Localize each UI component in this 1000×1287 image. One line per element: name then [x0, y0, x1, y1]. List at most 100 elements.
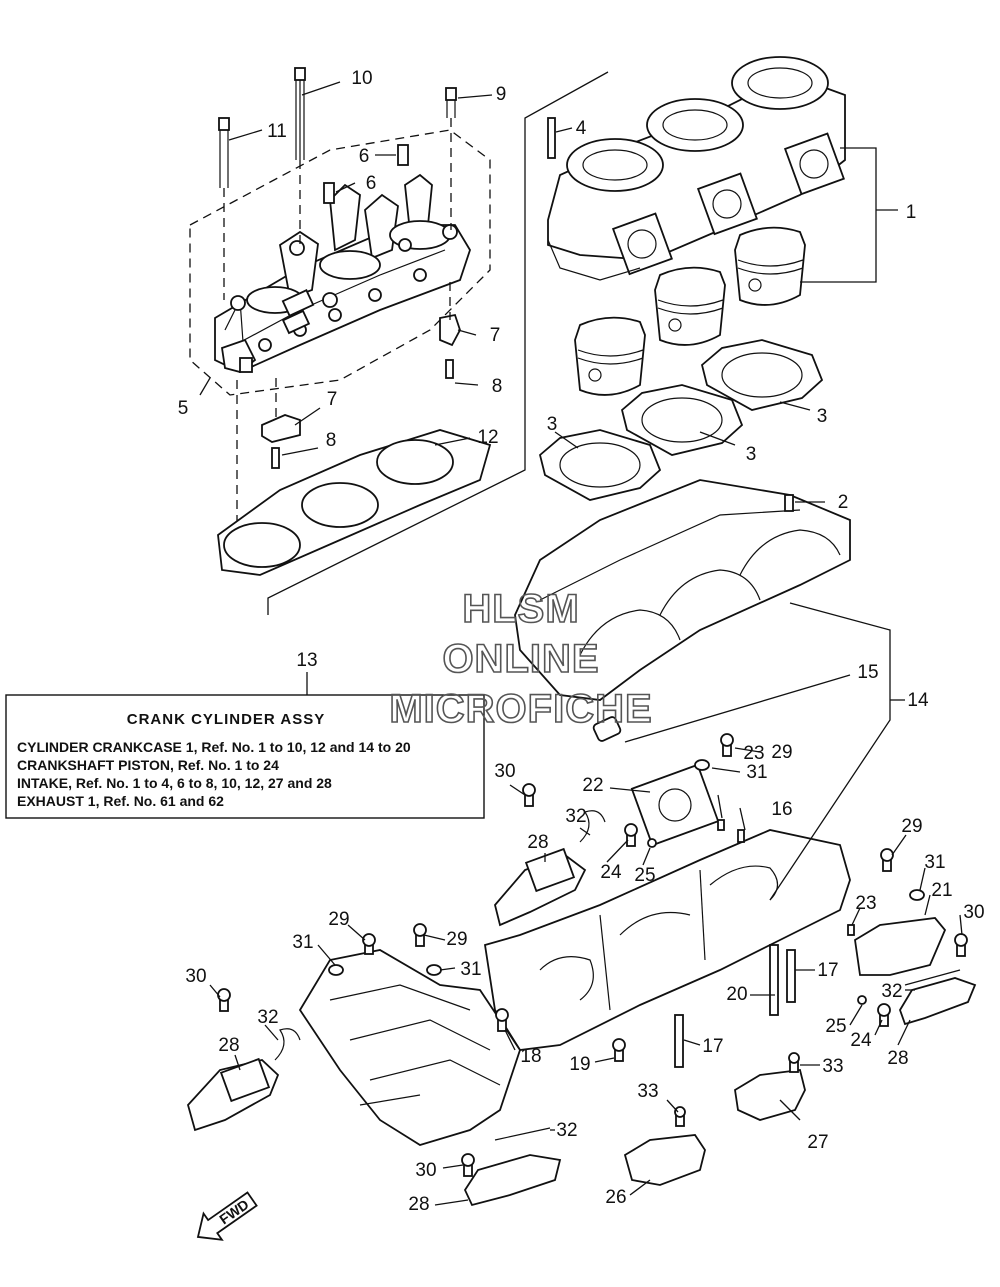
bolt-20 — [769, 944, 779, 1016]
callout-30: 30 — [494, 761, 515, 782]
callout-29: 29 — [328, 909, 349, 930]
callout-28: 28 — [527, 832, 548, 853]
assembly-info-box: CRANK CYLINDER ASSY CYLINDER CRANKCASE 1… — [5, 694, 485, 819]
callout-1: 1 — [906, 202, 917, 223]
assembly-box-frame — [5, 694, 485, 819]
callout-23: 23 — [743, 743, 764, 764]
assembly-title: CRANK CYLINDER ASSY — [127, 711, 325, 728]
callout-21: 21 — [931, 880, 952, 901]
callout-28: 28 — [887, 1048, 908, 1069]
callout-28: 28 — [408, 1194, 429, 1215]
damper-26 — [623, 1134, 706, 1186]
callout-8: 8 — [326, 430, 337, 451]
callout-15: 15 — [857, 662, 878, 683]
callout-32: 32 — [565, 806, 586, 827]
pistons — [574, 147, 898, 396]
callout-28: 28 — [218, 1035, 239, 1056]
callout-6: 6 — [359, 146, 370, 167]
assembly-line-3: INTAKE, Ref. No. 1 to 4, 6 to 8, 10, 12,… — [17, 775, 332, 791]
dowel-16 — [737, 829, 745, 843]
bolt-8a — [445, 359, 454, 379]
callout-12: 12 — [477, 427, 498, 448]
callout-3: 3 — [746, 444, 757, 465]
callout-25: 25 — [825, 1016, 846, 1037]
callout-17: 17 — [817, 960, 838, 981]
head-bolts — [218, 67, 461, 530]
forward-arrow: FWD — [196, 1191, 258, 1241]
mount-22 — [630, 763, 720, 847]
upper-crankcase — [514, 479, 851, 742]
callout-25: 25 — [634, 865, 655, 886]
callout-20: 20 — [726, 984, 747, 1005]
callout-17: 17 — [702, 1036, 723, 1057]
callout-33: 33 — [822, 1056, 843, 1077]
callout-14: 14 — [907, 690, 929, 711]
fasteners — [217, 733, 968, 1177]
cylinder-head-group — [189, 129, 491, 396]
callout-18: 18 — [520, 1046, 541, 1067]
callout-24: 24 — [850, 1030, 872, 1051]
head-group-bracket — [267, 71, 609, 615]
callout-29: 29 — [901, 816, 922, 837]
watermark: HLSM ONLINE MICROFICHE — [389, 586, 653, 732]
leader-lines — [199, 81, 963, 1206]
callout-3: 3 — [817, 406, 828, 427]
head-gasket — [217, 429, 492, 576]
callout-31: 31 — [460, 959, 481, 980]
bolt-9-head — [445, 87, 457, 101]
bracket-7a — [439, 313, 461, 347]
callout-7: 7 — [327, 389, 338, 410]
cylinder-block — [547, 56, 846, 281]
forward-arrow-icon — [196, 1191, 258, 1241]
callout-24: 24 — [600, 862, 622, 883]
base-gaskets — [538, 339, 824, 501]
clip-32-left — [274, 1028, 301, 1061]
callout-33: 33 — [637, 1081, 658, 1102]
callout-30: 30 — [415, 1160, 436, 1181]
callout-16: 16 — [771, 799, 792, 820]
callout-2: 2 — [838, 492, 849, 513]
callout-31: 31 — [292, 932, 313, 953]
callout-13: 13 — [296, 650, 317, 671]
bolt-4 — [547, 117, 556, 159]
callout-8: 8 — [492, 376, 503, 397]
callout-22: 22 — [582, 775, 603, 796]
bolt-11-head — [218, 117, 230, 131]
callout-27: 27 — [807, 1132, 828, 1153]
assembly-line-4: EXHAUST 1, Ref. No. 61 and 62 — [17, 793, 224, 809]
callout-6: 6 — [366, 173, 377, 194]
callout-26: 26 — [605, 1187, 626, 1208]
callout-30: 30 — [185, 966, 206, 987]
head-dashed-boundary — [189, 129, 491, 396]
callout-32: 32 — [881, 981, 902, 1002]
callout-29: 29 — [446, 929, 467, 950]
callout-9: 9 — [496, 84, 507, 105]
dowel-6b — [323, 182, 335, 204]
assembly-line-1: CYLINDER CRANKCASE 1, Ref. No. 1 to 10, … — [17, 739, 411, 755]
bolt-17b — [674, 1014, 684, 1068]
bolt-8b — [271, 447, 280, 469]
damper-27 — [734, 1069, 806, 1121]
bracket-21 — [854, 917, 947, 976]
lower-crankcase — [483, 602, 891, 1068]
plate-32-right — [904, 969, 961, 986]
callout-19: 19 — [569, 1054, 590, 1075]
callout-3: 3 — [547, 414, 558, 435]
bolt-17a — [786, 949, 796, 1003]
engine-mounts — [186, 810, 977, 1207]
callout-31: 31 — [924, 852, 945, 873]
intake-manifold — [298, 949, 521, 1146]
callout-5: 5 — [178, 398, 189, 419]
callout-30: 30 — [963, 902, 984, 923]
bushing-15 — [592, 716, 622, 742]
bolt-10-head — [294, 67, 306, 81]
watermark-line-2: ONLINE — [442, 637, 599, 681]
assembly-line-2: CRANKSHAFT PISTON, Ref. No. 1 to 24 — [17, 757, 279, 773]
callout-31: 31 — [746, 762, 767, 783]
callout-23: 23 — [855, 893, 876, 914]
callout-32: 32 — [257, 1007, 278, 1028]
bracket-7b — [261, 414, 301, 443]
